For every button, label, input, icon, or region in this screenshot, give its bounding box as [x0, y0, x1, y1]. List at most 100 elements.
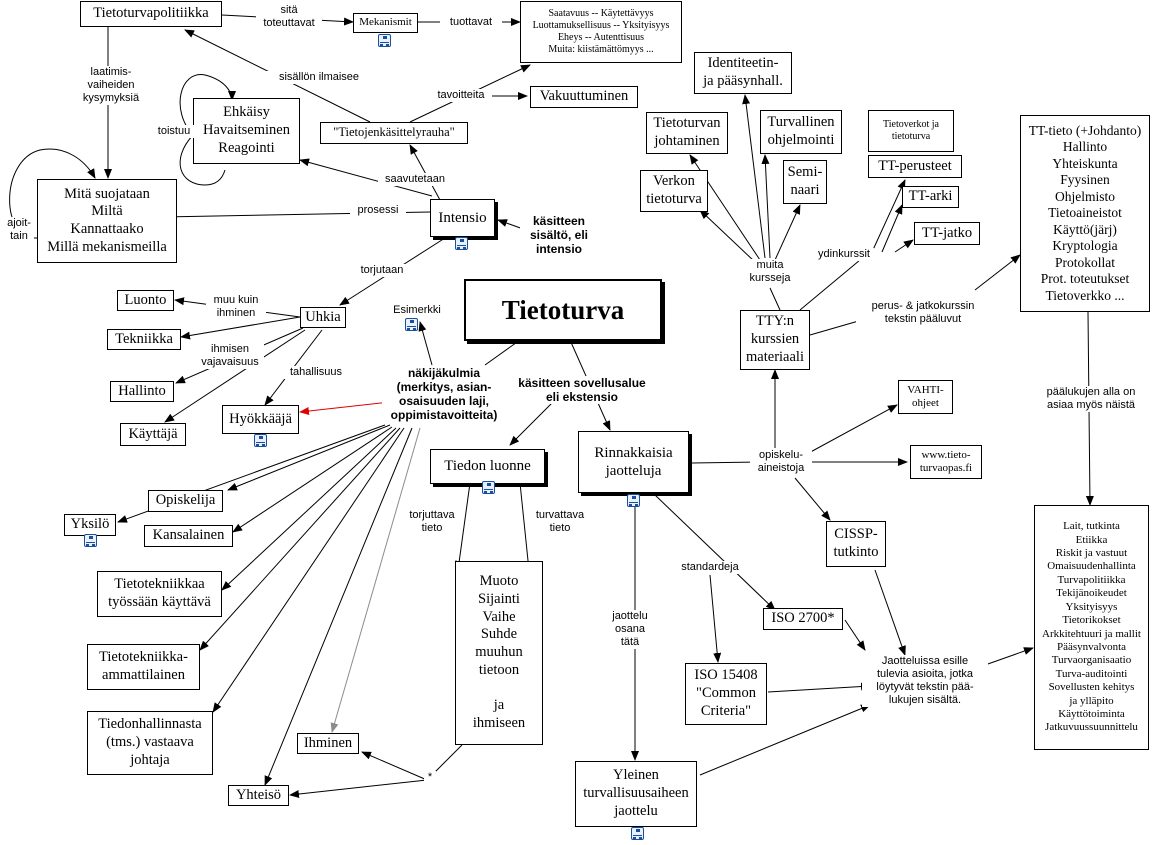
label-opiskeluaineistoja: opiskelu- aineistoja [750, 449, 812, 475]
edge-muoto-asterisk [431, 744, 463, 776]
node-kayttaja[interactable]: Käyttäjä [120, 423, 186, 446]
node-iso2700[interactable]: ISO 2700* [763, 608, 843, 630]
label-tavoitteita: tavoitteita [430, 89, 492, 102]
label-ajoittain: ajoit- tain [4, 217, 34, 243]
map-icon[interactable] [631, 827, 644, 840]
node-uhkia[interactable]: Uhkia [300, 307, 346, 328]
node-tt-tieto-list[interactable]: TT-tieto (+Johdanto) Hallinto Yhteiskunt… [1020, 115, 1150, 312]
edge-nakija-opiskelija [227, 424, 391, 491]
edge-ydin-arki [881, 204, 903, 253]
map-icon[interactable] [455, 237, 468, 250]
edge-perusjatko-tttieto [974, 254, 1021, 291]
edge-nakija-esimerkki [418, 321, 433, 366]
map-icon[interactable] [254, 434, 267, 447]
label-prosessi: prosessi [350, 204, 406, 217]
edge-loop-ehkaisy-2 [179, 134, 226, 186]
node-identiteetin[interactable]: Identiteetin- ja pääsynhall. [694, 52, 792, 94]
label-kasitteen-sovellusalue: käsitteen sovellusalue eli ekstensio [512, 376, 652, 405]
node-opiskelija[interactable]: Opiskelija [148, 490, 223, 512]
label-turvattava-tieto: turvattava tieto [528, 509, 592, 535]
node-hallinto[interactable]: Hallinto [110, 381, 174, 402]
node-turvallinen-ohj[interactable]: Turvallinen ohjelmointi [760, 110, 842, 154]
edge-yleinen-jaot [699, 704, 871, 776]
edge-nakija-tiedonhallinta [212, 427, 405, 713]
edge-muita-verkon [699, 209, 756, 263]
label-saavutetaan: saavutetaan [378, 173, 452, 186]
label-sita-toteuttavat: sitä toteuttavat [256, 4, 322, 30]
node-ehkaisy[interactable]: Ehkäisy Havaitseminen Reagointi [193, 98, 300, 164]
label-tahallisuus: tahallisuus [284, 366, 348, 379]
label-muita-kursseja: muita kursseja [744, 259, 796, 285]
label-kasitteen-sisalto: käsitteen sisältö, eli intensio [520, 214, 598, 257]
label-jaottelu-osana: jaottelu osana tätä [602, 610, 658, 649]
edge-asterisk-ihminen [361, 751, 428, 781]
node-luonto[interactable]: Luonto [117, 290, 174, 311]
node-saatavuus[interactable]: Saatavuus -- Käytettävyys Luottamukselli… [520, 1, 682, 63]
map-icon[interactable] [378, 34, 391, 47]
node-verkon[interactable]: Verkon tietoturva [640, 170, 708, 212]
edge-ydin-perusteet [871, 179, 906, 253]
node-rauha[interactable]: "Tietojenkäsittelyrauha" [320, 122, 468, 144]
map-icon[interactable] [84, 534, 97, 547]
label-tuottavat: tuottavat [440, 16, 502, 29]
node-tt-perusteet[interactable]: TT-perusteet [868, 155, 962, 178]
node-yksilo[interactable]: Yksilö [64, 514, 116, 536]
node-iso15408[interactable]: ISO 15408 "Common Criteria" [685, 663, 767, 725]
label-paalukujen: päälukujen alla on asiaa myös näistä [1030, 386, 1152, 412]
map-icon[interactable] [482, 481, 495, 494]
label-esimerkki: Esimerkki [386, 304, 448, 317]
edge-intensio-rauha [409, 144, 441, 201]
node-mekanismit[interactable]: Mekanismit [353, 13, 418, 33]
node-seminaari[interactable]: Semi- naari [783, 160, 827, 204]
edge-opiskelu-vahti [804, 404, 898, 456]
node-muoto[interactable]: Muoto Sijainti Vaihe Suhde muuhun tietoo… [455, 561, 543, 745]
node-tt-ammattilainen[interactable]: Tietotekniikka- ammattilainen [87, 644, 200, 690]
node-yleinen[interactable]: Yleinen turvallisuusaiheen jaottelu [575, 761, 697, 827]
node-tt-jatko[interactable]: TT-jatko [914, 222, 980, 245]
node-kansalainen[interactable]: Kansalainen [144, 525, 233, 547]
edge-cissp-jaot [874, 569, 906, 656]
map-icon[interactable] [405, 318, 418, 331]
label-jaotteluissa: Jaotteluissa esille tulevia asioita, jot… [862, 655, 988, 707]
edge-loop-ehkaisy [179, 74, 236, 136]
edge-nakija-yhteiso [264, 427, 413, 786]
map-icon[interactable] [627, 494, 640, 507]
edge-iso2700-jaot [844, 619, 866, 651]
edge-rinnakkaisia-iso2700 [654, 494, 776, 611]
node-vahti[interactable]: VAHTI- ohjeet [898, 380, 953, 414]
node-tt-kayttava[interactable]: Tietotekniikkaa työssään käyttävä [97, 571, 222, 617]
node-tt-arki[interactable]: TT-arki [902, 186, 959, 208]
node-intensio[interactable]: Intensio [430, 199, 495, 237]
node-yhteiso[interactable]: Yhteisö [228, 785, 289, 806]
edge-nakija-kansalainen [232, 426, 393, 533]
label-perus-jatko: perus- & jatkokurssin tekstin pääluvut [856, 300, 990, 326]
node-tiedonhallinnasta[interactable]: Tiedonhallinnasta (tms.) vastaava johtaj… [87, 711, 213, 775]
node-tietoverkot[interactable]: Tietoverkot ja tietoturva [868, 110, 954, 152]
edge-intensio-ehkaisy [299, 158, 433, 197]
edge-tietoturva-tiedonluonne [509, 399, 556, 446]
edge-tty-muita [769, 287, 781, 311]
node-mita[interactable]: Mitä suojataan Miltä Kannattaako Millä m… [37, 179, 177, 263]
node-lait-list[interactable]: Lait, tutkinta Etiikka Riskit ja vastuut… [1034, 505, 1149, 750]
node-ihminen[interactable]: Ihminen [297, 733, 359, 754]
edge-nakija-ihminen-gray [330, 427, 421, 733]
node-rinnakkaisia[interactable]: Rinnakkaisia jaotteluja [578, 431, 689, 493]
node-cissp[interactable]: CISSP- tutkinto [826, 521, 886, 567]
node-tt-johtaminen[interactable]: Tietoturvan johtaminen [646, 112, 728, 154]
node-tekniikka[interactable]: Tekniikka [107, 329, 181, 350]
node-tty[interactable]: TTY:n kurssien materiaali [740, 310, 810, 370]
node-www[interactable]: www.tieto- turvaopas.fi [910, 445, 982, 479]
edge-opiskelu-cissp [794, 477, 831, 521]
edge-nakija-hyokkaaja-red [299, 401, 391, 415]
node-hyokkaaja[interactable]: Hyökkääjä [222, 405, 299, 434]
node-vakuuttuminen[interactable]: Vakuuttuminen [530, 86, 638, 108]
label-asterisk: * [424, 771, 436, 784]
edge-jaot-lait [984, 647, 1034, 666]
node-tietoturvapolitiikka[interactable]: Tietoturvapolitiikka [80, 1, 222, 27]
label-standardeja: standardeja [676, 561, 744, 574]
node-tiedon-luonne[interactable]: Tiedon luonne [430, 449, 545, 484]
node-tietoturva[interactable]: Tietoturva [464, 279, 662, 341]
edge-nakija-ttkayttava [221, 427, 397, 591]
edge-tiedonluonne-muoto-a [455, 482, 471, 571]
edge-muita-seminaari [774, 204, 801, 261]
